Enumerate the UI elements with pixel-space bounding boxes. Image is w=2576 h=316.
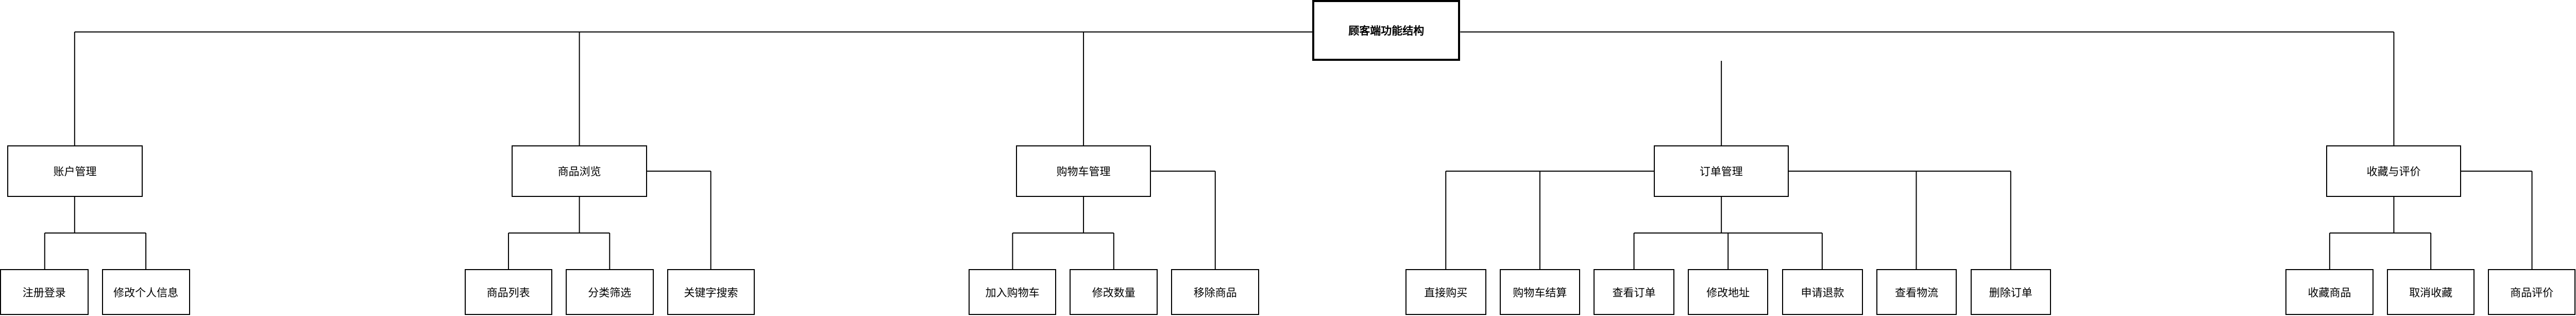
- leaf-edit-profile: 修改个人信息: [101, 269, 190, 315]
- leaf-cancel-favorite: 取消收藏: [2387, 269, 2475, 315]
- leaf-remove-item: 移除商品: [1171, 269, 1260, 315]
- module-account: 账户管理: [7, 145, 143, 197]
- leaf-keyword-search: 关键字搜索: [667, 269, 755, 315]
- root-node: 顾客端功能结构: [1312, 0, 1461, 61]
- module-favorites: 收藏与评价: [2326, 145, 2461, 197]
- leaf-product-review: 商品评价: [2488, 269, 2576, 315]
- leaf-product-list: 商品列表: [464, 269, 552, 315]
- leaf-register-login: 注册登录: [0, 269, 89, 315]
- module-browse: 商品浏览: [512, 145, 647, 197]
- leaf-cart-checkout: 购物车结算: [1499, 269, 1581, 315]
- module-order: 订单管理: [1654, 145, 1789, 197]
- leaf-delete-order: 删除订单: [1970, 269, 2052, 315]
- leaf-view-logistics: 查看物流: [1876, 269, 1957, 315]
- leaf-favorite-product: 收藏商品: [2285, 269, 2374, 315]
- leaf-request-refund: 申请退款: [1782, 269, 1863, 315]
- leaf-edit-quantity: 修改数量: [1070, 269, 1158, 315]
- leaf-category-filter: 分类筛选: [565, 269, 654, 315]
- module-cart: 购物车管理: [1015, 145, 1151, 197]
- leaf-view-order: 查看订单: [1594, 269, 1674, 315]
- leaf-add-to-cart: 加入购物车: [968, 269, 1057, 315]
- leaf-buy-now: 直接购买: [1405, 269, 1486, 315]
- leaf-edit-address: 修改地址: [1687, 269, 1769, 315]
